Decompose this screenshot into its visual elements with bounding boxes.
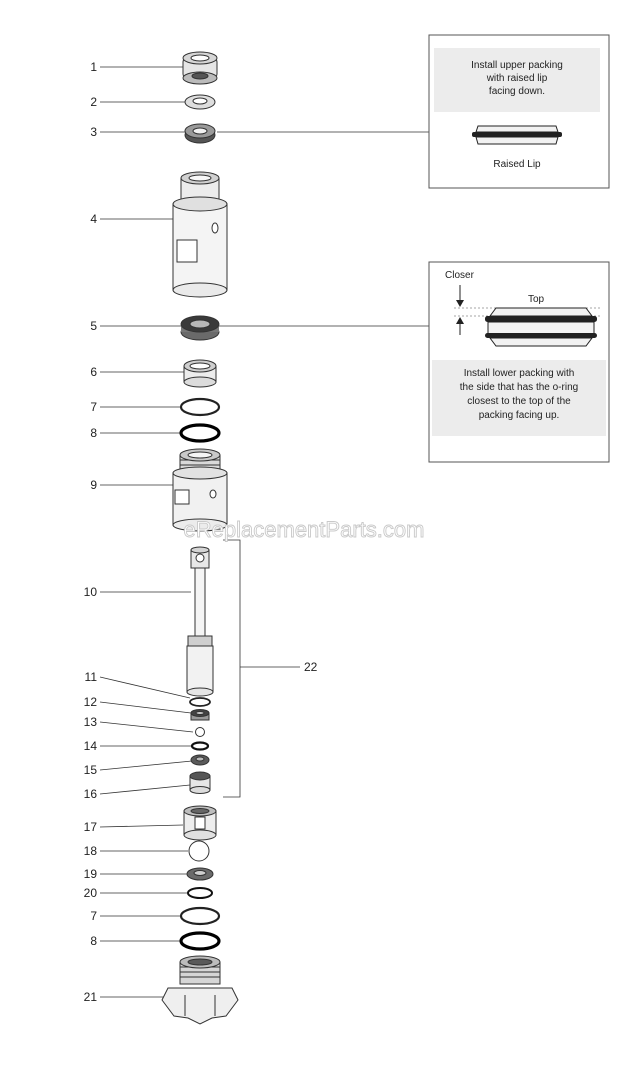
raised-lip-packing-illustration <box>472 125 562 145</box>
lower-packing-note-box: Closer Top Install lower packing with th… <box>428 261 610 463</box>
part-2-washer <box>184 94 216 110</box>
callout-5: 5 <box>90 319 97 333</box>
part-18-ball <box>188 840 210 862</box>
part-11-o-ring <box>189 697 211 707</box>
part-9-housing <box>172 448 228 532</box>
part-12-seat <box>190 709 210 721</box>
part-20-o-ring <box>187 887 213 899</box>
callout-14: 14 <box>84 739 98 753</box>
part-8b-o-ring <box>179 931 221 951</box>
callout-6: 6 <box>90 365 97 379</box>
callout-2: 2 <box>90 95 97 109</box>
callout-22: 22 <box>304 660 318 674</box>
callout-9: 9 <box>90 478 97 492</box>
part-13-ball <box>195 727 205 737</box>
leader-lines <box>99 66 429 998</box>
callout-16: 16 <box>84 787 98 801</box>
top-label: Top <box>528 294 545 305</box>
part-21-foot-valve <box>161 955 239 1025</box>
watermark: eReplacementParts.com <box>184 517 425 542</box>
part-19-seat <box>186 867 214 881</box>
part-10-piston-rod <box>186 546 214 697</box>
part-6-bushing <box>183 359 217 388</box>
callout-11: 11 <box>85 670 98 684</box>
part-14-o-ring <box>190 741 210 751</box>
callout-15: 15 <box>84 763 98 777</box>
part-5-lower-packing <box>180 315 220 341</box>
upper-note-line-2: with raised lip <box>486 73 548 84</box>
callout-4: 4 <box>90 212 97 226</box>
part-17-cage <box>183 805 217 841</box>
callout-7: 7 <box>90 400 97 414</box>
lower-note-line-3: closest to the top of the <box>467 396 571 407</box>
callout-7b: 7 <box>90 909 97 923</box>
part-1-packing-nut <box>182 51 218 85</box>
callout-3: 3 <box>90 125 97 139</box>
callout-13: 13 <box>84 715 98 729</box>
part-4-cylinder <box>172 171 228 298</box>
upper-note-line-1: Install upper packing <box>471 60 563 71</box>
part-3-upper-packing <box>184 123 216 144</box>
callout-12: 12 <box>84 695 98 709</box>
callout-numbers: 1 2 3 4 5 6 7 8 9 10 11 12 13 14 15 16 1… <box>84 60 318 1004</box>
upper-packing-note-box: Install upper packing with raised lip fa… <box>428 34 610 189</box>
callout-20: 20 <box>84 886 98 900</box>
callout-8b: 8 <box>90 934 97 948</box>
callout-21: 21 <box>84 990 98 1004</box>
callout-8: 8 <box>90 426 97 440</box>
part-15-washer <box>190 754 210 766</box>
part-8-o-ring <box>179 423 221 443</box>
lower-note-line-2: the side that has the o-ring <box>460 382 578 393</box>
raised-lip-caption: Raised Lip <box>493 159 541 170</box>
upper-note-line-3: facing down. <box>489 86 545 97</box>
part-7-o-ring <box>179 397 221 417</box>
part-7b-o-ring <box>179 906 221 926</box>
part-16-retainer <box>189 771 211 794</box>
callout-18: 18 <box>84 844 98 858</box>
lower-note-line-1: Install lower packing with <box>464 368 575 379</box>
closer-label: Closer <box>445 270 475 281</box>
lower-note-line-4: packing facing up. <box>479 410 560 421</box>
lower-packing-illustration <box>485 307 597 347</box>
callout-1: 1 <box>90 60 97 74</box>
callout-19: 19 <box>84 867 98 881</box>
callout-10: 10 <box>84 585 98 599</box>
callout-17: 17 <box>84 820 98 834</box>
